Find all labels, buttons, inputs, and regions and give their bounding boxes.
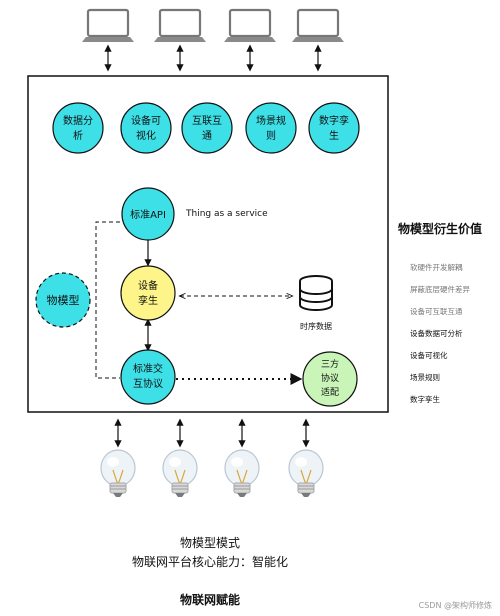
capability-label: 析: [73, 129, 83, 142]
value-item: 设备可视化: [410, 350, 448, 360]
capability-row: 数据分 析 设备可 视化 互联互 通 场景规 则 数字孪 生: [52, 102, 360, 154]
bulb-connectors: [114, 418, 310, 448]
thing-model-node: 物模型: [35, 272, 91, 328]
value-panel-title: 物模型衍生价值: [398, 221, 482, 236]
capability-label: 数字孪: [319, 114, 349, 127]
database-label: 时序数据: [300, 321, 332, 331]
capability-data-analysis: 数据分 析: [52, 102, 104, 154]
capability-label: 互联互: [192, 115, 222, 127]
lightbulb-icon: [288, 449, 324, 498]
api-note: Thing as a service: [185, 209, 268, 219]
capability-digital-twin: 数字孪 生: [308, 102, 360, 154]
third-party-adapter-node: 三方 协议 适配: [302, 351, 358, 407]
device-twin-label: 设备: [138, 279, 158, 292]
standard-api-label: 标准API: [130, 209, 166, 221]
capability-label: 场景规: [256, 114, 286, 127]
lightbulb-icon: [224, 449, 260, 498]
third-party-label: 适配: [321, 387, 339, 398]
device-twin-node: 设备 孪生: [120, 265, 176, 321]
lightbulb-icon: [162, 449, 198, 498]
laptop-icon: [152, 8, 208, 44]
third-party-label: 三方: [321, 358, 339, 370]
laptop-icon: [290, 8, 346, 44]
capability-label: 设备可: [131, 114, 161, 127]
model-link-dashed: [95, 221, 120, 379]
laptop-icon: [222, 8, 278, 44]
capability-scene-rules: 场景规 则: [245, 102, 297, 154]
device-twin-label: 孪生: [138, 294, 158, 307]
capability-label: 视化: [136, 129, 156, 142]
standard-protocol-node: 标准交 互协议: [120, 349, 176, 405]
caption-iot-empowerment: 物联网赋能: [180, 592, 240, 607]
value-item: 数字孪生: [410, 394, 440, 404]
value-panel: 物模型衍生价值 软硬件开发解耦 屏蔽底层硬件差异 设备可互联互通 设备数据可分析…: [398, 221, 482, 404]
value-item: 设备可互联互通: [410, 306, 463, 316]
laptop-row: [80, 8, 346, 44]
laptop-icon: [80, 8, 136, 44]
thing-model-label: 物模型: [47, 293, 80, 307]
value-item: 场景规则: [410, 372, 440, 382]
capability-label: 数据分: [63, 114, 93, 127]
standard-protocol-label: 标准交: [133, 362, 163, 375]
caption-core-capability: 物联网平台核心能力：智能化: [132, 554, 288, 569]
capability-label: 生: [329, 129, 339, 142]
laptop-connectors: [104, 44, 322, 72]
value-item: 软硬件开发解耦: [410, 262, 463, 272]
third-party-label: 协议: [321, 372, 339, 384]
value-item: 设备数据可分析: [410, 328, 463, 338]
database-icon: [299, 275, 333, 311]
capability-visualization: 设备可 视化: [120, 102, 172, 154]
watermark: CSDN @架构师修炼: [419, 600, 492, 610]
value-item: 屏蔽底层硬件差异: [410, 284, 470, 294]
caption-pattern: 物模型模式: [180, 536, 240, 550]
capability-interconnect: 互联互 通: [181, 102, 233, 154]
standard-api-node: 标准API: [121, 187, 175, 241]
standard-protocol-label: 互协议: [133, 377, 163, 390]
lightbulb-icon: [100, 449, 136, 498]
device-row: [100, 449, 324, 498]
capability-label: 通: [202, 130, 212, 142]
capability-label: 则: [266, 129, 276, 142]
